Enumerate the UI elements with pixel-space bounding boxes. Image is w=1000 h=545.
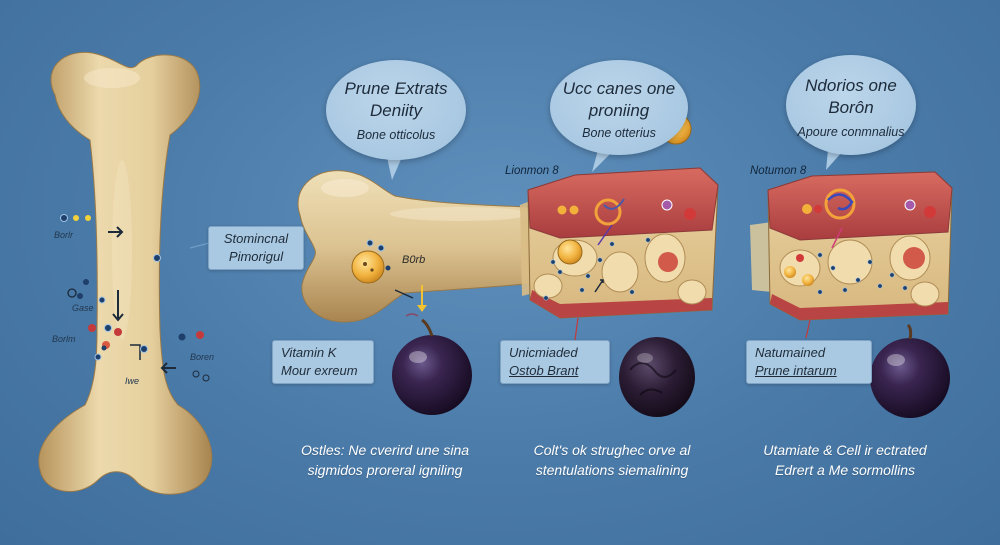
bubble1-line1: Prune Extrats (344, 79, 448, 98)
panel3-caption: Colt's ok strughec orve al stentulations… (512, 440, 712, 480)
bubble3-line1: Ndorios one (805, 76, 897, 95)
prune-intarum-label: Natumained Prune intarum (746, 340, 872, 384)
tag-iwe: Iwe (125, 376, 140, 386)
tag-borlr: Borlr (54, 230, 74, 240)
vitamin-k-label: Vitamin K Mour exreum (272, 340, 374, 384)
panel4-caption-line2: Edrert a Me sormollins (774, 462, 916, 478)
panel1-caption-line2: sigmidos proreral igniling (307, 462, 463, 478)
vertical-bone (38, 51, 213, 495)
tag-b0rb: B0rb (402, 254, 426, 266)
bubble2-line2: proniing (588, 101, 650, 120)
tag-borlm: Borlm (52, 334, 76, 344)
osteoblast-line2: Ostob Brant (509, 363, 579, 378)
bubble2-line1: Ucc canes one (562, 79, 676, 98)
prune-intarum-line1: Natumained (755, 345, 826, 360)
panel2-cell (351, 239, 427, 317)
osteoblast-label: Unicmiaded Ostob Brant (500, 340, 610, 384)
bubble-prune-extracts: Prune Extrats Deniity Bone otticolus (326, 60, 466, 160)
panel1-label: Stomincnal Pimorigul (208, 226, 304, 270)
plum-2 (870, 323, 950, 418)
bubble-tail-2 (592, 150, 612, 172)
prune-1 (619, 337, 695, 417)
panel1-caption: Ostles: Ne cverird une sina sigmidos pro… (285, 440, 485, 480)
horizontal-bone (297, 170, 546, 323)
bubble2-line3: Bone otterius (582, 126, 656, 140)
bone-tissue-block-1 (520, 167, 719, 341)
panel1-label-line2: Pimorigul (228, 249, 284, 264)
bone-tissue-block-2 (750, 171, 953, 339)
panel4-caption: Utamiate & Cell ir ectrated Edrert a Me … (740, 440, 950, 480)
vitamin-k-line1: Vitamin K (281, 345, 337, 360)
panel3-caption-line2: stentulations siemalining (535, 462, 689, 478)
panel1-markers (60, 214, 214, 382)
panel3-caption-line1: Colt's ok strughec orve al (533, 442, 691, 458)
bubble-ucc-canes: Ucc canes one proniing Bone otterius (550, 60, 688, 155)
bubble3-line3: Apoure conmnalius (797, 125, 905, 139)
panel1-caption-line1: Ostles: Ne cverird une sina (300, 442, 470, 458)
tag-boren: Boren (190, 352, 215, 362)
bubble3-line2: Borôn (828, 98, 874, 117)
tag-gase: Gase (72, 303, 94, 313)
panel4-caption-line1: Utamiate & Cell ir ectrated (763, 442, 927, 458)
plum-1 (392, 318, 472, 415)
vitamin-k-line2: Mour exreum (281, 363, 358, 378)
section-label-notumon: Notumon 8 (750, 165, 807, 177)
bubble-ndorios: Ndorios one Borôn Apoure conmnalius (786, 55, 916, 155)
bubble1-line2: Deniity (370, 101, 422, 120)
bubble1-line3: Bone otticolus (356, 128, 436, 142)
prune-intarum-line2: Prune intarum (755, 363, 837, 378)
panel1-label-line1: Stomincnal (223, 231, 289, 246)
section-label-lionmon: Lionmon 8 (505, 165, 559, 177)
osteoblast-line1: Unicmiaded (509, 345, 578, 360)
bubble-tail-3 (826, 150, 842, 170)
